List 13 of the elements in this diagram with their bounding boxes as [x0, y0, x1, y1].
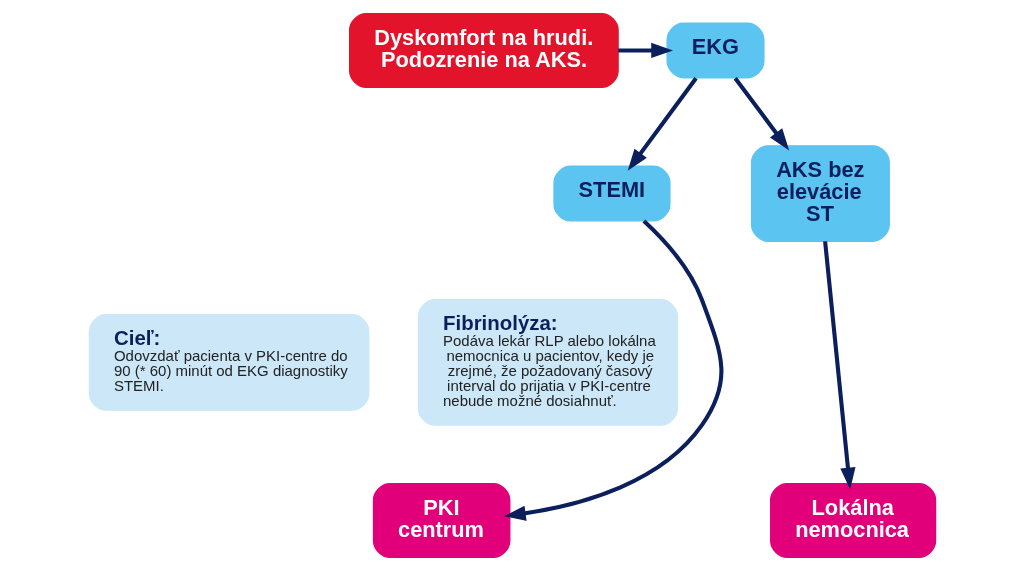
- node-box: AKS bez elevácie ST: [750, 145, 890, 242]
- node-box: Cieľ: Odovzdať pacienta v PKI-centre do 90 (* 60) minút od EKG diagnostiky STEMI.: [88, 314, 369, 411]
- node-box: Dyskomfort na hrudi. Podozrenie na AKS.: [348, 13, 619, 88]
- node-box: PKI centrum: [372, 483, 510, 558]
- node-box: Lokálna nemocnica: [769, 483, 936, 558]
- arrow: [627, 77, 698, 171]
- node-box: Fibrinolýza: Podáva lekár RLP alebo lokálna nemocnica u pacientov, kedy je zrejmé, že požadovaný časový interval do prijatia v PKI-centre nebude možné dosiahnuť.: [417, 299, 678, 426]
- arrow: [822, 241, 856, 490]
- arrow: [617, 42, 673, 59]
- arrow: [503, 219, 723, 521]
- arrow: [733, 77, 789, 151]
- node-box: STEMI: [552, 165, 671, 222]
- node-box: EKG: [665, 22, 765, 79]
